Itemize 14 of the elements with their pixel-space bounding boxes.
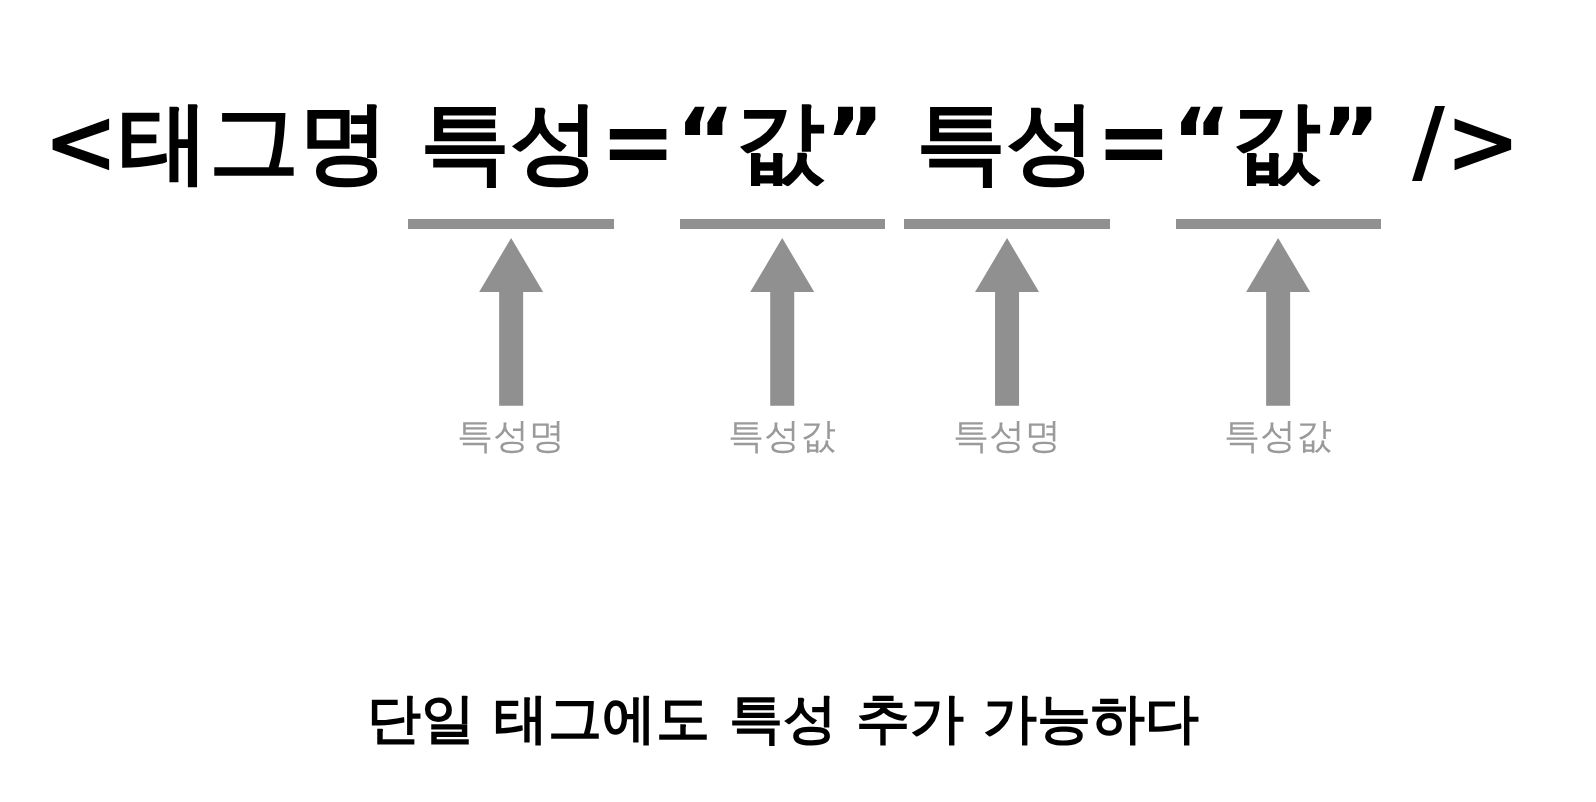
arrow [1246,238,1311,406]
arrow [479,238,544,406]
caption: 단일 태그에도 특성 추가 가능하다 [367,691,1199,747]
annotation-label: 특성값 [1224,417,1333,455]
annotation-label: 특성명 [953,417,1062,455]
arrow [975,238,1040,406]
underline [408,219,615,229]
tag-syntax-text: <태그명 특성=“값” 특성=“값” /> [43,96,1521,188]
underline [679,219,885,229]
annotation-label: 특성값 [728,417,837,455]
arrow [750,238,815,406]
underline [1175,219,1381,229]
annotation-label: 특성명 [457,417,566,455]
underline [904,219,1111,229]
